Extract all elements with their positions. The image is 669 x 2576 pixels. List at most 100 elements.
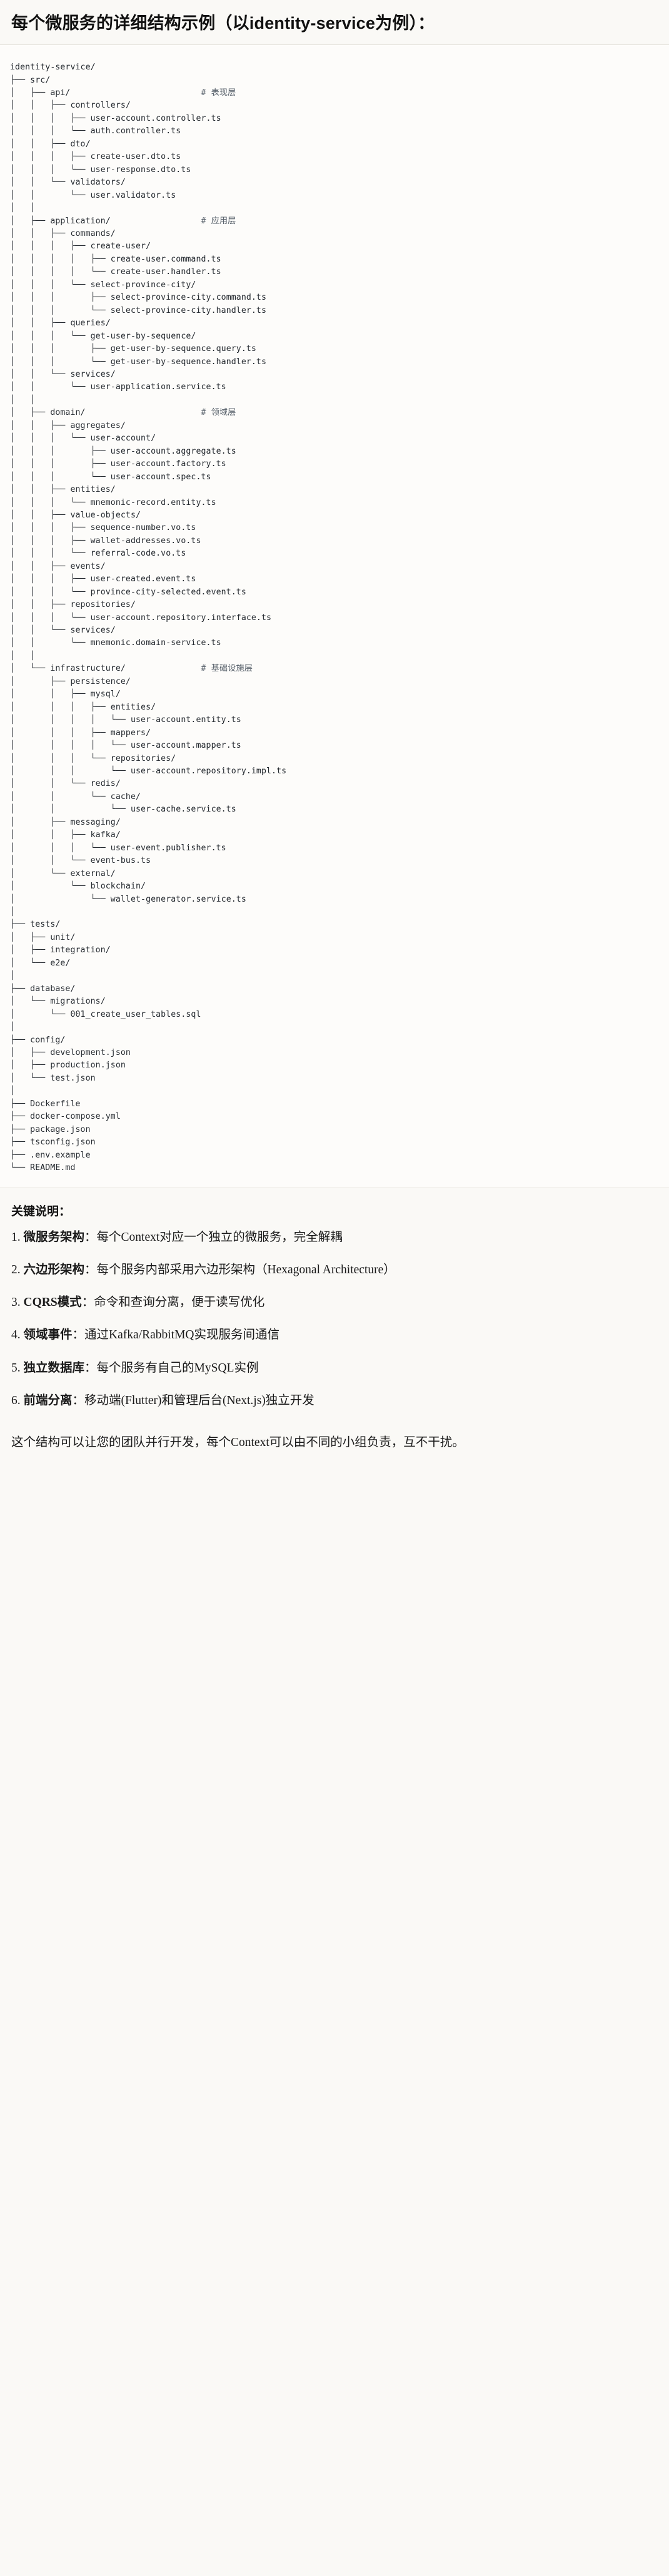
tree-line: │ │ └── user-cache.service.ts	[10, 805, 236, 815]
tree-line: │ └── 001_create_user_tables.sql	[10, 1009, 201, 1019]
tree-line: │ ├── api/ # 表现层	[10, 88, 236, 98]
tree-line: │ │ ├── queries/	[10, 318, 111, 328]
tree-line: │ ├── production.json	[10, 1061, 126, 1071]
tree-line: │ │ │ │ └── user-account.entity.ts	[10, 715, 241, 725]
key-point-number: 6.	[11, 1393, 21, 1407]
tree-line: ├── database/	[10, 984, 76, 994]
tree-line: │ │ │ ├── mappers/	[10, 728, 151, 738]
key-point-separator: ：	[84, 1230, 97, 1244]
key-point-item: 6. 前端分离：移动端(Flutter)和管理后台(Next.js)独立开发	[11, 1392, 658, 1410]
tree-line: │ │ └── cache/	[10, 792, 141, 802]
tree-line: │	[10, 1086, 16, 1096]
tree-line: │ │ │ ├── wallet-addresses.vo.ts	[10, 536, 201, 546]
tree-line: │ ├── messaging/	[10, 817, 121, 827]
tree-line: │ │	[10, 651, 36, 661]
tree-line: │ │ │ ├── user-created.event.ts	[10, 574, 196, 584]
tree-line: │ │ │ └── auth.controller.ts	[10, 126, 181, 136]
tree-line: │ │ │ ├── user-account.controller.ts	[10, 113, 221, 123]
key-point-description: 通过Kafka/RabbitMQ实现服务间通信	[84, 1328, 280, 1342]
document-page: 每个微服务的详细结构示例（以identity-service为例）： ident…	[0, 14, 669, 1450]
key-points-heading: 关键说明：	[11, 1204, 71, 1218]
closing-paragraph: 这个结构可以让您的团队并行开发，每个Context可以由不同的小组负责，互不干扰…	[11, 1436, 465, 1450]
key-point-term: 领域事件	[23, 1328, 73, 1342]
key-point-separator: ：	[84, 1263, 97, 1276]
tree-line: │ │ │ └── select-province-city.handler.t…	[10, 305, 267, 315]
tree-line: │ │ │ └── user-account.spec.ts	[10, 472, 211, 482]
tree-line: │ │ │ └── get-user-by-sequence/	[10, 331, 196, 341]
key-point-number: 5.	[11, 1361, 21, 1375]
tree-line: │ │ │ └── user-account/	[10, 434, 156, 444]
key-point-separator: ：	[72, 1393, 85, 1407]
tree-line: │ │ │ ├── user-account.factory.ts	[10, 459, 226, 469]
tree-line: │ │ └── services/	[10, 626, 116, 636]
tree-line: │ │ │ └── user-account.repository.interf…	[10, 613, 272, 623]
key-point-item: 5. 独立数据库：每个服务有自己的MySQL实例	[11, 1360, 658, 1377]
tree-line: │ │ ├── value-objects/	[10, 510, 141, 520]
page-title: 每个微服务的详细结构示例（以identity-service为例）：	[11, 14, 435, 33]
tree-line: │ │ └── mnemonic.domain-service.ts	[10, 638, 221, 648]
tree-line-comment: # 应用层	[201, 216, 236, 226]
tree-line: │ │ │ │ └── user-account.mapper.ts	[10, 741, 241, 751]
tree-line-comment: # 表现层	[201, 88, 236, 98]
tree-line: │ │ ├── mysql/	[10, 690, 121, 700]
key-point-description: 每个服务内部采用六边形架构（Hexagonal Architecture）	[96, 1263, 396, 1276]
tree-line: │	[10, 907, 16, 917]
tree-line: │ │ ├── dto/	[10, 139, 91, 149]
tree-line: │ └── wallet-generator.service.ts	[10, 894, 246, 904]
key-point-term: CQRS模式	[23, 1296, 82, 1310]
tree-line: │ │ │ ├── entities/	[10, 702, 156, 712]
tree-line: │ │ │ └── referral-code.vo.ts	[10, 549, 186, 559]
key-point-description: 移动端(Flutter)和管理后台(Next.js)独立开发	[84, 1393, 314, 1407]
tree-line: │ ├── integration/	[10, 945, 111, 955]
tree-line: │ │ ├── controllers/	[10, 101, 131, 111]
tree-line: │ │ ├── aggregates/	[10, 420, 126, 430]
tree-line: │ │	[10, 395, 36, 405]
key-point-number: 3.	[11, 1296, 21, 1310]
tree-line: │ │ └── redis/	[10, 779, 121, 789]
tree-line: │ │ │ ├── get-user-by-sequence.query.ts	[10, 344, 256, 354]
tree-line: │ ├── unit/	[10, 932, 76, 942]
key-point-term: 前端分离	[23, 1393, 73, 1407]
tree-line: │ │ │ │ ├── create-user.command.ts	[10, 254, 221, 264]
tree-line: │ └── infrastructure/ # 基础设施层	[10, 664, 253, 674]
tree-line: │	[10, 1022, 16, 1032]
tree-line: │ └── e2e/	[10, 958, 71, 968]
tree-line: ├── src/	[10, 75, 51, 85]
tree-line: ├── docker-compose.yml	[10, 1112, 121, 1122]
key-point-description: 每个Context对应一个独立的微服务，完全解耦	[96, 1230, 343, 1244]
tree-line: │ ├── development.json	[10, 1047, 131, 1057]
tree-line: │ │ │ └── user-response.dto.ts	[10, 165, 191, 175]
tree-line: │ │ │ │ └── create-user.handler.ts	[10, 267, 221, 277]
tree-line: │ │ ├── repositories/	[10, 600, 136, 610]
key-point-number: 1.	[11, 1230, 21, 1244]
tree-line: │ │ │ └── user-account.repository.impl.t…	[10, 766, 287, 776]
tree-line: │ │ │ └── mnemonic-record.entity.ts	[10, 497, 216, 507]
tree-line: ├── package.json	[10, 1124, 91, 1134]
tree-line: │ │ └── validators/	[10, 178, 126, 188]
tree-line: │ │ └── user.validator.ts	[10, 190, 176, 200]
tree-line: │ └── external/	[10, 868, 116, 878]
tree-line: └── README.md	[10, 1163, 76, 1173]
tree-line: │ │ ├── kafka/	[10, 830, 121, 840]
tree-line: ├── tests/	[10, 920, 61, 930]
tree-line: │ │ └── user-application.service.ts	[10, 382, 226, 392]
key-point-item: 1. 微服务架构：每个Context对应一个独立的微服务，完全解耦	[11, 1229, 658, 1246]
directory-tree: identity-service/ ├── src/ │ ├── api/ # …	[10, 61, 659, 1174]
directory-tree-block: identity-service/ ├── src/ │ ├── api/ # …	[0, 45, 669, 1188]
tree-line: │ ├── persistence/	[10, 676, 131, 686]
key-point-item: 2. 六边形架构：每个服务内部采用六边形架构（Hexagonal Archite…	[11, 1261, 658, 1279]
tree-line: identity-service/	[10, 63, 96, 73]
key-point-item: 3. CQRS模式：命令和查询分离，便于读写优化	[11, 1294, 658, 1311]
tree-line: │ │ │ ├── create-user/	[10, 242, 151, 252]
tree-line: │ │ │ └── province-city-selected.event.t…	[10, 587, 246, 597]
tree-line: │ └── test.json	[10, 1073, 96, 1083]
key-point-term: 微服务架构	[23, 1230, 85, 1244]
tree-line: │ │ │ └── select-province-city/	[10, 280, 196, 290]
key-point-term: 六边形架构	[23, 1263, 85, 1276]
tree-line: │ │ │ └── repositories/	[10, 753, 176, 763]
tree-line: │ │ ├── commands/	[10, 228, 116, 238]
key-point-separator: ：	[84, 1361, 97, 1375]
tree-line: │	[10, 971, 16, 981]
